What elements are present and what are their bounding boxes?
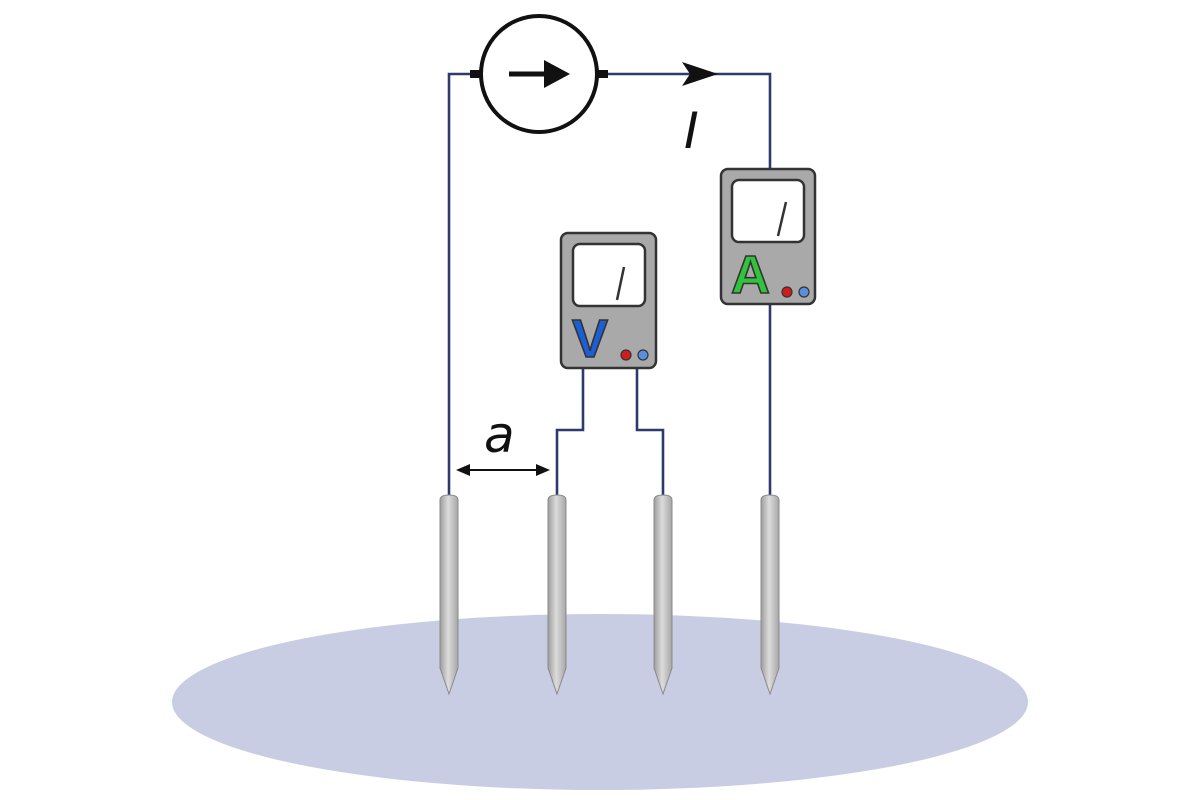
voltmeter: V xyxy=(559,231,658,370)
spacing-label: a xyxy=(484,406,515,464)
voltmeter-letter: V xyxy=(572,309,608,369)
voltmeter-blue-terminal xyxy=(637,349,649,361)
ammeter-red-terminal xyxy=(781,286,793,298)
voltmeter-needle xyxy=(615,266,626,301)
voltmeter-dial xyxy=(571,242,647,308)
arrow-right-icon xyxy=(682,62,718,86)
left-current-wire xyxy=(447,72,480,500)
ammeter-dial xyxy=(730,178,806,244)
ammeter-needle xyxy=(776,201,788,237)
electrode-4 xyxy=(760,494,780,696)
ammeter-letter: A xyxy=(731,245,770,305)
electrode-1 xyxy=(439,494,459,696)
spacing-dimension-arrow xyxy=(456,464,550,476)
ground-surface xyxy=(172,614,1028,790)
circuit-wires xyxy=(447,72,772,500)
electrodes xyxy=(439,494,780,696)
right-current-wire xyxy=(598,72,772,172)
voltmeter-left-wire xyxy=(555,366,585,500)
electrode-3 xyxy=(653,494,673,696)
voltmeter-right-wire xyxy=(635,366,665,500)
current-label: I xyxy=(684,102,699,160)
voltmeter-red-terminal xyxy=(620,349,632,361)
current-source-icon xyxy=(470,14,608,134)
ammeter-blue-terminal xyxy=(798,286,810,298)
ammeter: A xyxy=(719,167,817,306)
electrode-2 xyxy=(547,494,567,696)
